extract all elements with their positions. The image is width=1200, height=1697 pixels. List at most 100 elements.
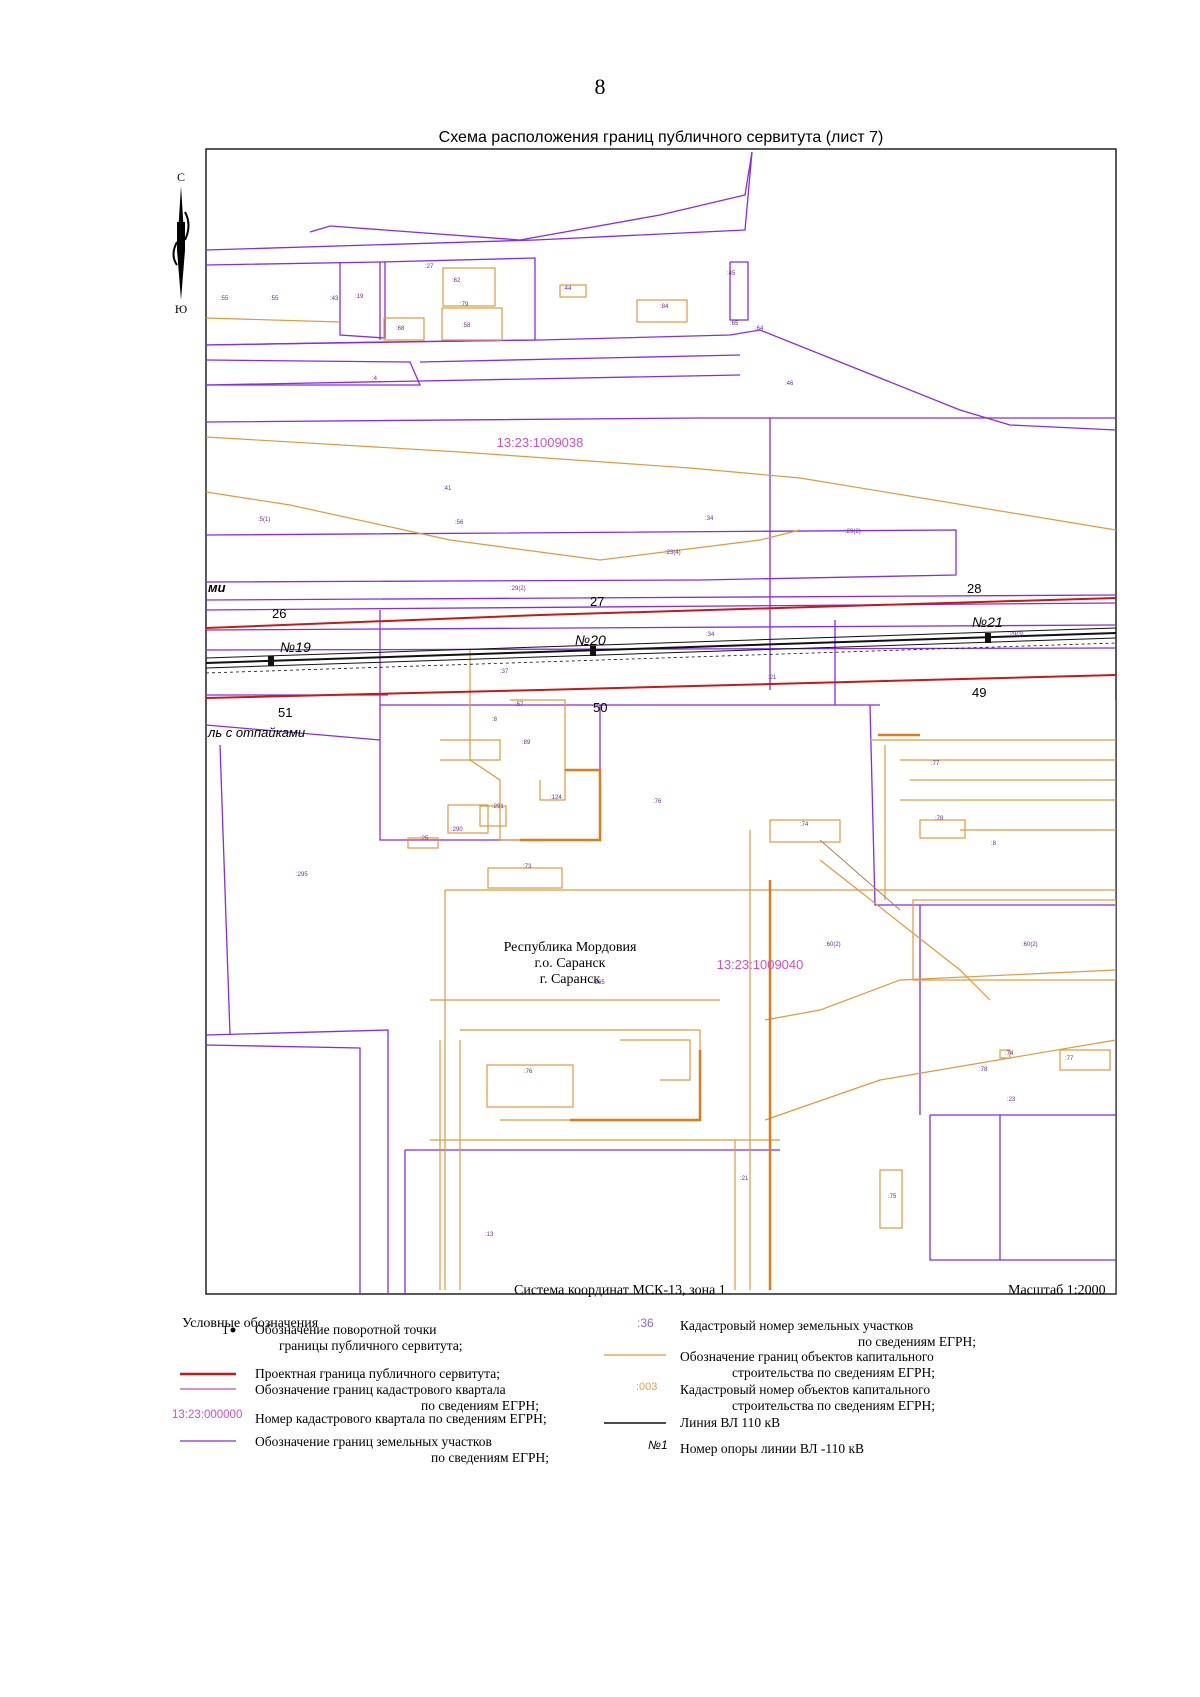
point-number: 28 xyxy=(967,581,981,596)
legend-text: Линия ВЛ 110 кВ xyxy=(680,1415,781,1430)
legend-point-symbol: 1 xyxy=(222,1322,229,1337)
parcel-number-label: :25 xyxy=(420,836,429,842)
legend-text: Кадастровый номер земельных участков xyxy=(680,1318,914,1333)
legend-item: Обозначение поворотной точки границы пуб… xyxy=(255,1322,463,1354)
parcel-number-label: :73 xyxy=(523,864,532,870)
parcel-number-label: :23 xyxy=(1007,1097,1016,1103)
quarter-number-symbol: 13:23:000000 xyxy=(172,1409,242,1421)
legend-item: Обозначение границ кадастрового квартала… xyxy=(255,1382,539,1414)
parcel-number-label: :57 xyxy=(515,702,524,708)
region-label: Республика Мордовия xyxy=(504,940,637,955)
legend-text: строительства по сведениям ЕГРН; xyxy=(732,1398,935,1413)
legend-text: Кадастровый номер объектов капитального xyxy=(680,1382,931,1397)
parcel-number-label: :37 xyxy=(500,669,509,675)
parcel-number-label: :365 xyxy=(593,980,605,986)
map-frame xyxy=(205,148,1117,1295)
legend-symbols: 1 13:23:000000 :36 :003 №1 xyxy=(172,1316,668,1452)
point-number: 49 xyxy=(972,685,986,700)
parcel-number-label: :62 xyxy=(452,278,461,284)
legend-item: Номер кадастрового квартала по сведениям… xyxy=(255,1411,547,1427)
pole-number-symbol: №1 xyxy=(648,1438,668,1452)
legend-text: строительства по сведениям ЕГРН; xyxy=(732,1365,935,1380)
parcel-number-label: :68 xyxy=(396,326,405,332)
parcel-number-label: :290 xyxy=(451,827,463,833)
parcel-number-label: :27 xyxy=(425,264,434,270)
building-number-symbol: :003 xyxy=(636,1381,657,1393)
legend-text: границы публичного сервитута; xyxy=(279,1338,463,1353)
quarter-number-label: 13:23:1009040 xyxy=(717,957,804,972)
parcel-number-label: :76 xyxy=(653,799,662,805)
legend-item: Кадастровый номер земельных участков по … xyxy=(680,1318,976,1350)
legend-item: Номер опоры линии ВЛ -110 кВ xyxy=(680,1441,864,1457)
parcel-number-label: :60(2) xyxy=(825,942,841,948)
parcel-number-label: :64 xyxy=(755,326,764,332)
point-number: 51 xyxy=(278,705,292,720)
parcel-number-label: :29(2) xyxy=(845,529,861,535)
legend-item: Обозначение границ объектов капитального… xyxy=(680,1349,935,1381)
parcel-number-label: :29(2) xyxy=(510,586,526,592)
parcel-number-label: :5(1) xyxy=(258,517,270,523)
parcel-number-label: :13 xyxy=(485,1232,494,1238)
parcel-number-label: :295 xyxy=(296,872,308,878)
power-line xyxy=(206,627,1116,674)
legend-item: Проектная граница публичного сервитута; xyxy=(255,1366,500,1382)
legend-item: Обозначение границ земельных участков по… xyxy=(255,1434,549,1466)
coordinate-system: Система координат МСК-13, зона 1 xyxy=(514,1283,726,1298)
legend-text: Номер опоры линии ВЛ -110 кВ xyxy=(680,1441,865,1456)
parcel-number-label: :34 xyxy=(706,632,715,638)
legend-text: Проектная граница публичного сервитута; xyxy=(255,1366,500,1381)
point-number: 26 xyxy=(272,606,286,621)
scale: Масштаб 1:2000 xyxy=(1008,1283,1106,1298)
pole-number: №20 xyxy=(575,632,606,648)
region-label: г.о. Саранск xyxy=(535,956,606,971)
page-number: 8 xyxy=(594,74,606,99)
parcel-number-symbol: :36 xyxy=(637,1316,654,1330)
parcel-number-label: :77 xyxy=(1065,1056,1074,1062)
parcel-number-label: :84 xyxy=(660,304,669,310)
parcel-number-label: :124 xyxy=(550,795,562,801)
parcel-number-label: :60(2) xyxy=(1022,942,1038,948)
poles xyxy=(268,633,991,666)
legend-text: Обозначение поворотной точки xyxy=(255,1322,437,1337)
servitude-boundary xyxy=(206,597,1116,699)
legend-title: Условные обозначения xyxy=(182,1316,319,1331)
north-arrow-icon: С Ю xyxy=(172,170,190,316)
parcel-number-label: :55 xyxy=(220,296,229,302)
parcel-number-label: :43 xyxy=(330,296,339,302)
legend-item: Линия ВЛ 110 кВ xyxy=(680,1415,780,1431)
parcel-labels: :55:55:43:19:27:62:44:45:65:64:68:58:79:… xyxy=(220,264,1074,1238)
pole-number: №21 xyxy=(972,614,1003,630)
parcel-number-label: :79 xyxy=(460,302,469,308)
parcel-number-label: :76 xyxy=(524,1069,533,1075)
parcel-number-label: :65 xyxy=(730,321,739,327)
parcel-number-label: :58 xyxy=(462,323,471,329)
servitude-structure-outline xyxy=(520,733,920,1290)
parcel-number-label: :8 xyxy=(492,717,498,723)
line-name: ми xyxy=(208,580,226,595)
parcel-number-label: :41 xyxy=(443,486,452,492)
legend-text: по сведениям ЕГРН; xyxy=(858,1334,976,1349)
south-label: Ю xyxy=(175,302,187,316)
legend-text: Номер кадастрового квартала по сведениям… xyxy=(255,1411,547,1426)
parcel-number-label: :74 xyxy=(1005,1051,1014,1057)
parcel-number-label: :291 xyxy=(492,804,504,810)
parcel-number-label: :4 xyxy=(372,376,378,382)
parcel-number-label: :46 xyxy=(785,381,794,387)
legend-text: по сведениям ЕГРН; xyxy=(431,1450,549,1465)
point-numbers: 26 27 28 49 50 51 xyxy=(272,581,986,720)
parcel-number-label: :89 xyxy=(522,740,531,746)
turning-point-icon xyxy=(230,1327,236,1333)
legend-text: Обозначение границ объектов капитального xyxy=(680,1349,934,1364)
parcel-number-label: :78 xyxy=(979,1067,988,1073)
parcel-number-label: :77 xyxy=(931,761,940,767)
line-name: ль с отпайками xyxy=(207,725,305,740)
parcel-number-label: :75 xyxy=(888,1194,897,1200)
point-number: 50 xyxy=(593,700,607,715)
legend-item: Кадастровый номер объектов капитального … xyxy=(680,1382,935,1414)
parcel-number-label: :29(3) xyxy=(1008,632,1024,638)
quarter-number-label: 13:23:1009038 xyxy=(497,435,584,450)
legend-text: по сведениям ЕГРН; xyxy=(421,1398,539,1413)
parcel-number-label: :23(4) xyxy=(665,550,681,556)
parcel-number-label: :44 xyxy=(563,286,572,292)
